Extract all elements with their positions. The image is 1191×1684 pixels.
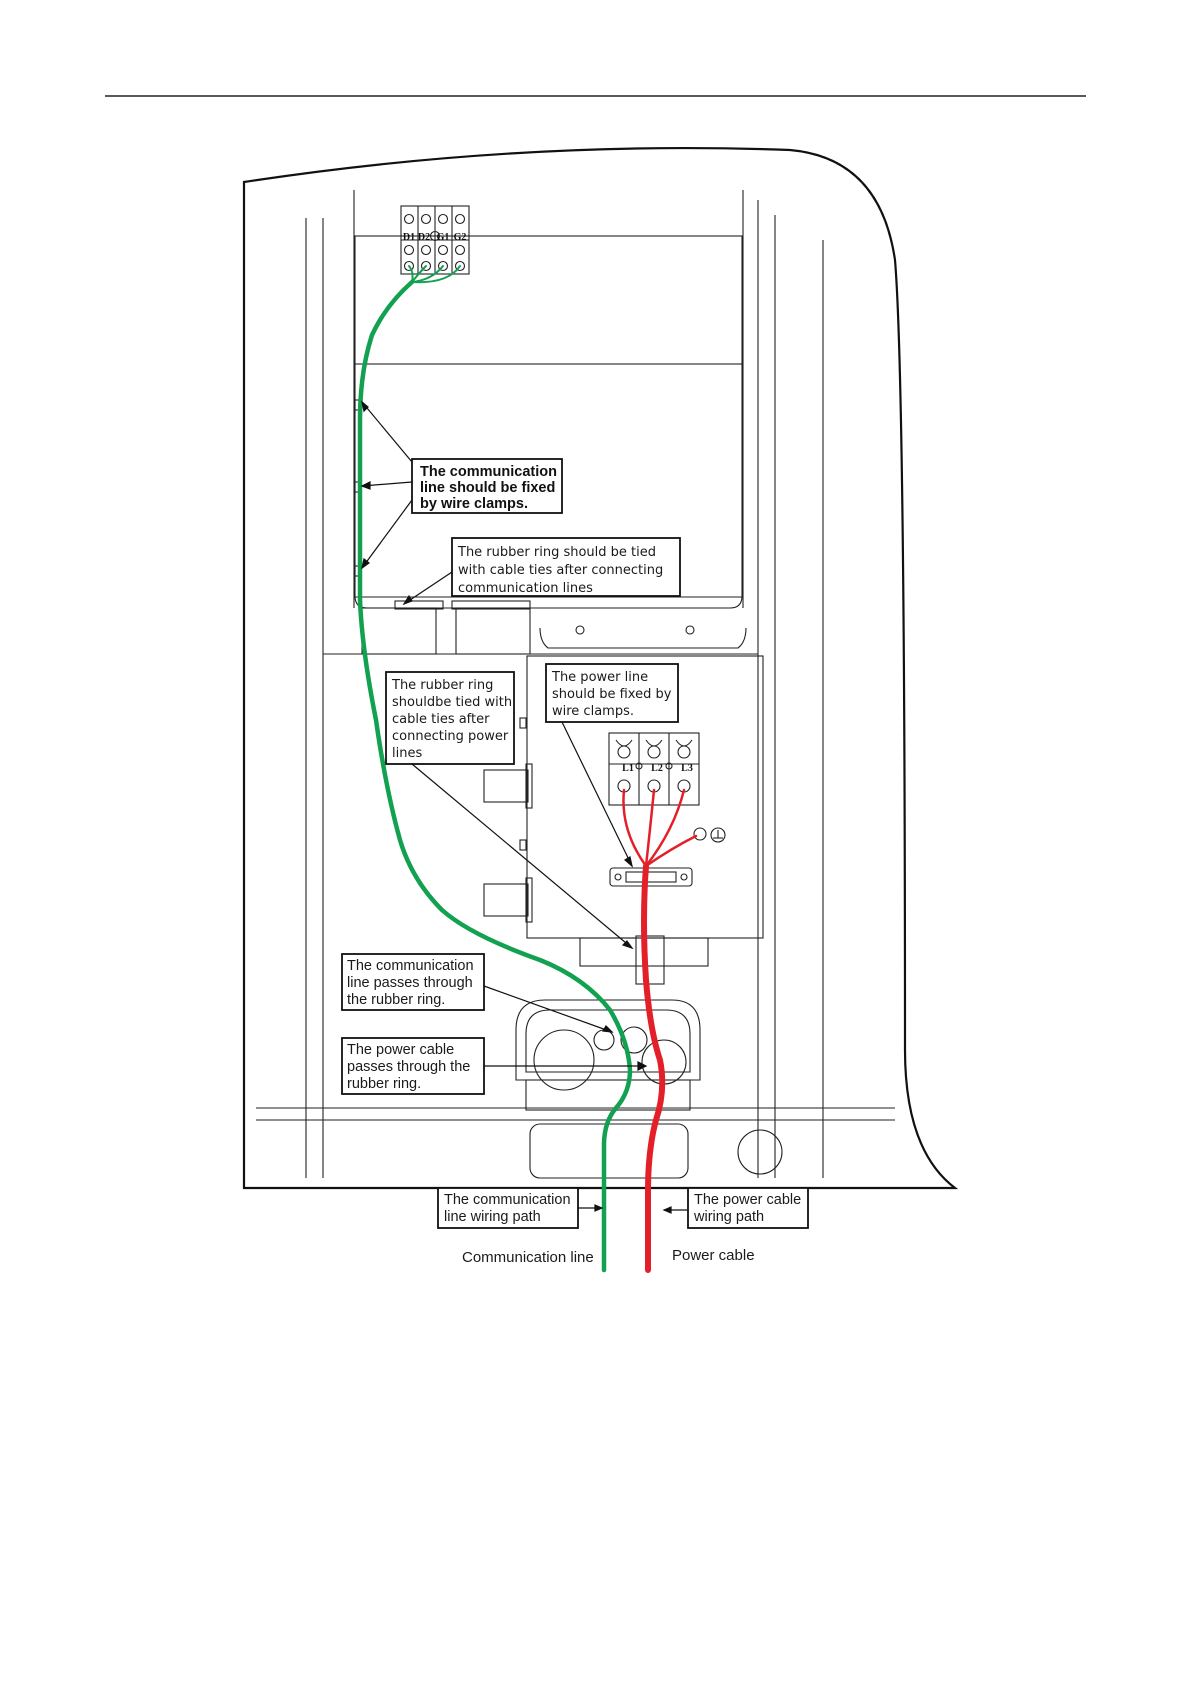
svg-text:shouldbe tied with: shouldbe tied with xyxy=(392,695,512,710)
svg-text:should be fixed by: should be fixed by xyxy=(552,687,672,702)
svg-text:by wire clamps.: by wire clamps. xyxy=(420,496,528,512)
svg-text:The rubber ring: The rubber ring xyxy=(391,678,493,693)
svg-text:the rubber ring.: the rubber ring. xyxy=(347,992,445,1008)
terminal-l1: L1 xyxy=(622,763,634,774)
signal-terminal-block: D1 D2 G1 G2 xyxy=(400,205,470,275)
svg-text:cable ties after: cable ties after xyxy=(392,712,490,727)
svg-text:line passes through: line passes through xyxy=(347,975,473,991)
callout-comm-pass: The communication line passes through th… xyxy=(341,953,485,1011)
power-terminal-block: L1 L2 L3 xyxy=(608,732,726,887)
terminal-d1: D1 xyxy=(403,232,415,243)
callout-rubber-comm: The rubber ring should be tied with cabl… xyxy=(451,537,681,597)
power-cable xyxy=(622,788,698,1273)
leader-lines xyxy=(360,400,688,1214)
callout-power-pass: The power cable passes through the rubbe… xyxy=(341,1037,485,1095)
terminal-g1: G1 xyxy=(437,232,450,243)
svg-text:The communication: The communication xyxy=(444,1192,571,1208)
frame-lines xyxy=(256,190,895,1178)
callout-comm-path: The communication line wiring path xyxy=(437,1187,579,1229)
callout-power-path: The power cable wiring path xyxy=(687,1187,809,1229)
svg-text:The communication: The communication xyxy=(347,958,474,974)
terminal-g2: G2 xyxy=(454,232,467,243)
communication-line-label: Communication line xyxy=(462,1249,594,1266)
callout-rubber-power: The rubber ring shouldbe tied with cable… xyxy=(385,671,515,765)
upper-panel xyxy=(354,235,743,655)
svg-text:communication lines: communication lines xyxy=(458,581,593,596)
svg-text:with cable ties after connecti: with cable ties after connecting xyxy=(458,563,663,578)
terminal-l2: L2 xyxy=(651,763,663,774)
svg-text:The power cable: The power cable xyxy=(694,1192,801,1208)
power-cable-label: Power cable xyxy=(672,1247,755,1264)
svg-text:The rubber ring should be tied: The rubber ring should be tied xyxy=(457,545,656,560)
svg-text:The communication: The communication xyxy=(420,464,557,480)
ground-symbol-icon xyxy=(710,827,726,843)
svg-text:lines: lines xyxy=(392,746,422,761)
rubber-ring-plate xyxy=(515,999,783,1179)
svg-text:The power cable: The power cable xyxy=(347,1042,454,1058)
svg-text:wiring path: wiring path xyxy=(693,1209,764,1225)
svg-text:line wiring path: line wiring path xyxy=(444,1209,541,1225)
svg-text:connecting power: connecting power xyxy=(392,729,509,744)
terminal-l3: L3 xyxy=(681,763,693,774)
callout-comm-fixed: The communication line should be fixed b… xyxy=(411,458,563,514)
svg-text:wire clamps.: wire clamps. xyxy=(552,704,634,719)
svg-text:line should be fixed: line should be fixed xyxy=(420,480,555,496)
communication-line xyxy=(357,265,633,1273)
svg-text:passes through the: passes through the xyxy=(347,1059,470,1075)
callout-power-fixed: The power line should be fixed by wire c… xyxy=(545,663,679,723)
svg-text:The power line: The power line xyxy=(551,670,648,685)
svg-text:rubber ring.: rubber ring. xyxy=(347,1076,421,1092)
terminal-d2: D2 xyxy=(418,232,430,243)
unit-outline xyxy=(242,146,959,1190)
